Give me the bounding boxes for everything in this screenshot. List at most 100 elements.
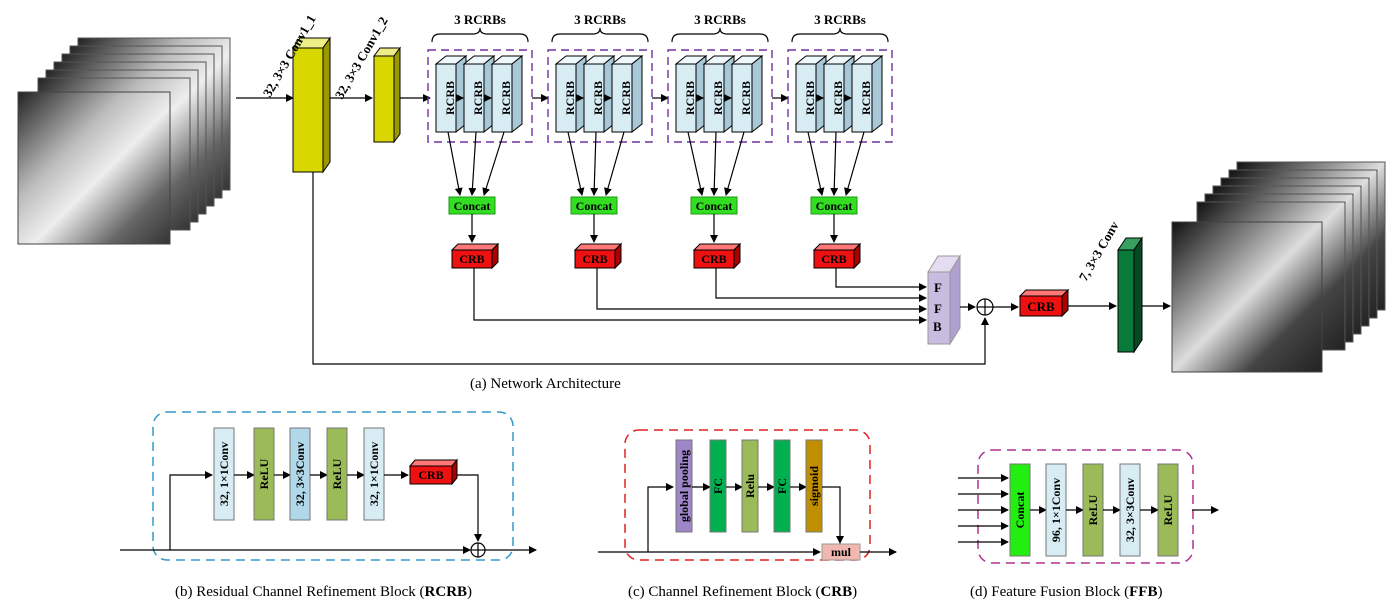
ffb-detail-layer-label: ReLU bbox=[1161, 494, 1175, 525]
rcrb-detail-layer-label: 32, 3×3Conv bbox=[293, 442, 307, 506]
rcrb-detail-layer-label: ReLU bbox=[330, 458, 344, 489]
rcrb-detail-to-sum-arrow bbox=[457, 474, 482, 542]
rcrb-detail-layer bbox=[289, 427, 311, 521]
arrow-rcrb-concat bbox=[482, 131, 505, 196]
ffb-block: F F B bbox=[927, 254, 961, 346]
group-label: 3 RCRBs bbox=[454, 12, 506, 27]
rcrb-block: RCRB bbox=[434, 54, 468, 134]
crb-block: CRB bbox=[450, 242, 500, 270]
arrow-rcrb-concat bbox=[807, 131, 825, 196]
rcrb-block-label: RCRB bbox=[443, 81, 457, 115]
arrow-rcrb-concat bbox=[447, 131, 463, 196]
ffb-detail-layer-label: 96, 1×1Conv bbox=[1049, 478, 1063, 542]
arrow-crb-ffb bbox=[835, 268, 927, 291]
rcrb-detail-layer bbox=[253, 427, 275, 521]
group-dashed-box bbox=[427, 49, 533, 143]
rcrb-detail-layer-label: 32, 1×1Conv bbox=[217, 442, 231, 506]
ffb-detail-layer-label: ReLU bbox=[1086, 494, 1100, 525]
ffb-letter-f1: F bbox=[934, 280, 942, 295]
crb-label: CRB bbox=[701, 252, 726, 266]
conv1-2-block bbox=[373, 46, 401, 144]
group-brace bbox=[431, 27, 529, 43]
rcrb-block: RCRB bbox=[794, 54, 828, 134]
crb-detail-layer bbox=[805, 439, 823, 533]
rcrb-detail-layer bbox=[363, 427, 385, 521]
crb-final-label: CRB bbox=[1027, 299, 1055, 314]
arrow-rcrb-concat bbox=[468, 131, 477, 196]
ffb-detail-layer bbox=[1157, 463, 1179, 557]
crb-block: CRB bbox=[812, 242, 862, 270]
crb-detail-layer-label: global pooling bbox=[677, 450, 691, 522]
crb-label: CRB bbox=[459, 252, 484, 266]
arrow-crb-ffb bbox=[596, 268, 927, 313]
rcrb-detail-layer-label: 32, 1×1Conv bbox=[367, 442, 381, 506]
ffb-detail-layer-label: Concat bbox=[1013, 492, 1027, 529]
arrow-crb-ffb bbox=[715, 268, 927, 302]
rcrb-block: RCRB bbox=[554, 54, 588, 134]
crb-detail-layer bbox=[773, 439, 791, 533]
conv1-1-block bbox=[292, 36, 331, 174]
arrow-rcrb-concat bbox=[710, 131, 719, 196]
sum-node bbox=[976, 298, 994, 316]
rcrb-block-label: RCRB bbox=[471, 81, 485, 115]
group-brace bbox=[671, 27, 769, 43]
crb-block: CRB bbox=[692, 242, 742, 270]
conv-out-block bbox=[1117, 236, 1143, 354]
group-dashed-box bbox=[667, 49, 773, 143]
rcrb-block-label: RCRB bbox=[563, 81, 577, 115]
group-dashed-box bbox=[547, 49, 653, 143]
output-image-stack bbox=[1171, 161, 1386, 373]
rcrb-detail-crb-label: CRB bbox=[418, 468, 443, 482]
concat-label: Concat bbox=[816, 199, 853, 213]
rcrb-block: RCRB bbox=[702, 54, 736, 134]
crb-detail-layer-label: Relu bbox=[743, 474, 757, 498]
caption-ffb: (d) Feature Fusion Block (FFB) bbox=[970, 584, 1162, 600]
rcrb-block: RCRB bbox=[462, 54, 496, 134]
rcrb-detail-crb-block: CRB bbox=[408, 458, 459, 486]
arrow-crb-ffb bbox=[473, 268, 927, 324]
conv-out-label: 7, 3×3 Conv bbox=[1076, 218, 1122, 283]
mul-label: mul bbox=[831, 545, 852, 559]
group-dashed-box bbox=[787, 49, 893, 143]
crb-detail-layer bbox=[675, 439, 693, 533]
crb-final-block: CRB bbox=[1018, 288, 1070, 318]
crb-label: CRB bbox=[582, 252, 607, 266]
rcrb-block-label: RCRB bbox=[803, 81, 817, 115]
rcrb-detail-layer bbox=[213, 427, 235, 521]
caption-network-architecture: (a) Network Architecture bbox=[470, 376, 621, 392]
ffb-letter-f2: F bbox=[934, 301, 942, 316]
group-label: 3 RCRBs bbox=[814, 12, 866, 27]
rcrb-block: RCRB bbox=[610, 54, 644, 134]
arrow-rcrb-concat bbox=[844, 131, 865, 196]
crb-detail-to-mul-arrow bbox=[822, 486, 844, 544]
rcrb-block-label: RCRB bbox=[499, 81, 513, 115]
arrow-rcrb-concat bbox=[567, 131, 585, 196]
rcrb-block-label: RCRB bbox=[711, 81, 725, 115]
skip-connection-arrow bbox=[312, 172, 989, 365]
concat-label: Concat bbox=[576, 199, 613, 213]
group-label: 3 RCRBs bbox=[574, 12, 626, 27]
rcrb-detail-layer-label: ReLU bbox=[257, 458, 271, 489]
rcrb-block-label: RCRB bbox=[619, 81, 633, 115]
rcrb-block-label: RCRB bbox=[859, 81, 873, 115]
caption-crb: (c) Channel Refinement Block (CRB) bbox=[628, 584, 857, 600]
crb-detail-layer bbox=[741, 439, 759, 533]
arrow-rcrb-concat bbox=[687, 131, 705, 196]
crb-block: CRB bbox=[573, 242, 623, 270]
group-label: 3 RCRBs bbox=[694, 12, 746, 27]
caption-rcrb: (b) Residual Channel Refinement Block (R… bbox=[175, 584, 472, 600]
rcrb-block: RCRB bbox=[730, 54, 764, 134]
crb-label: CRB bbox=[821, 252, 846, 266]
crb-detail-layer bbox=[709, 439, 727, 533]
rcrb-block: RCRB bbox=[822, 54, 856, 134]
ffb-letter-b: B bbox=[933, 319, 942, 334]
rcrb-block: RCRB bbox=[490, 54, 524, 134]
